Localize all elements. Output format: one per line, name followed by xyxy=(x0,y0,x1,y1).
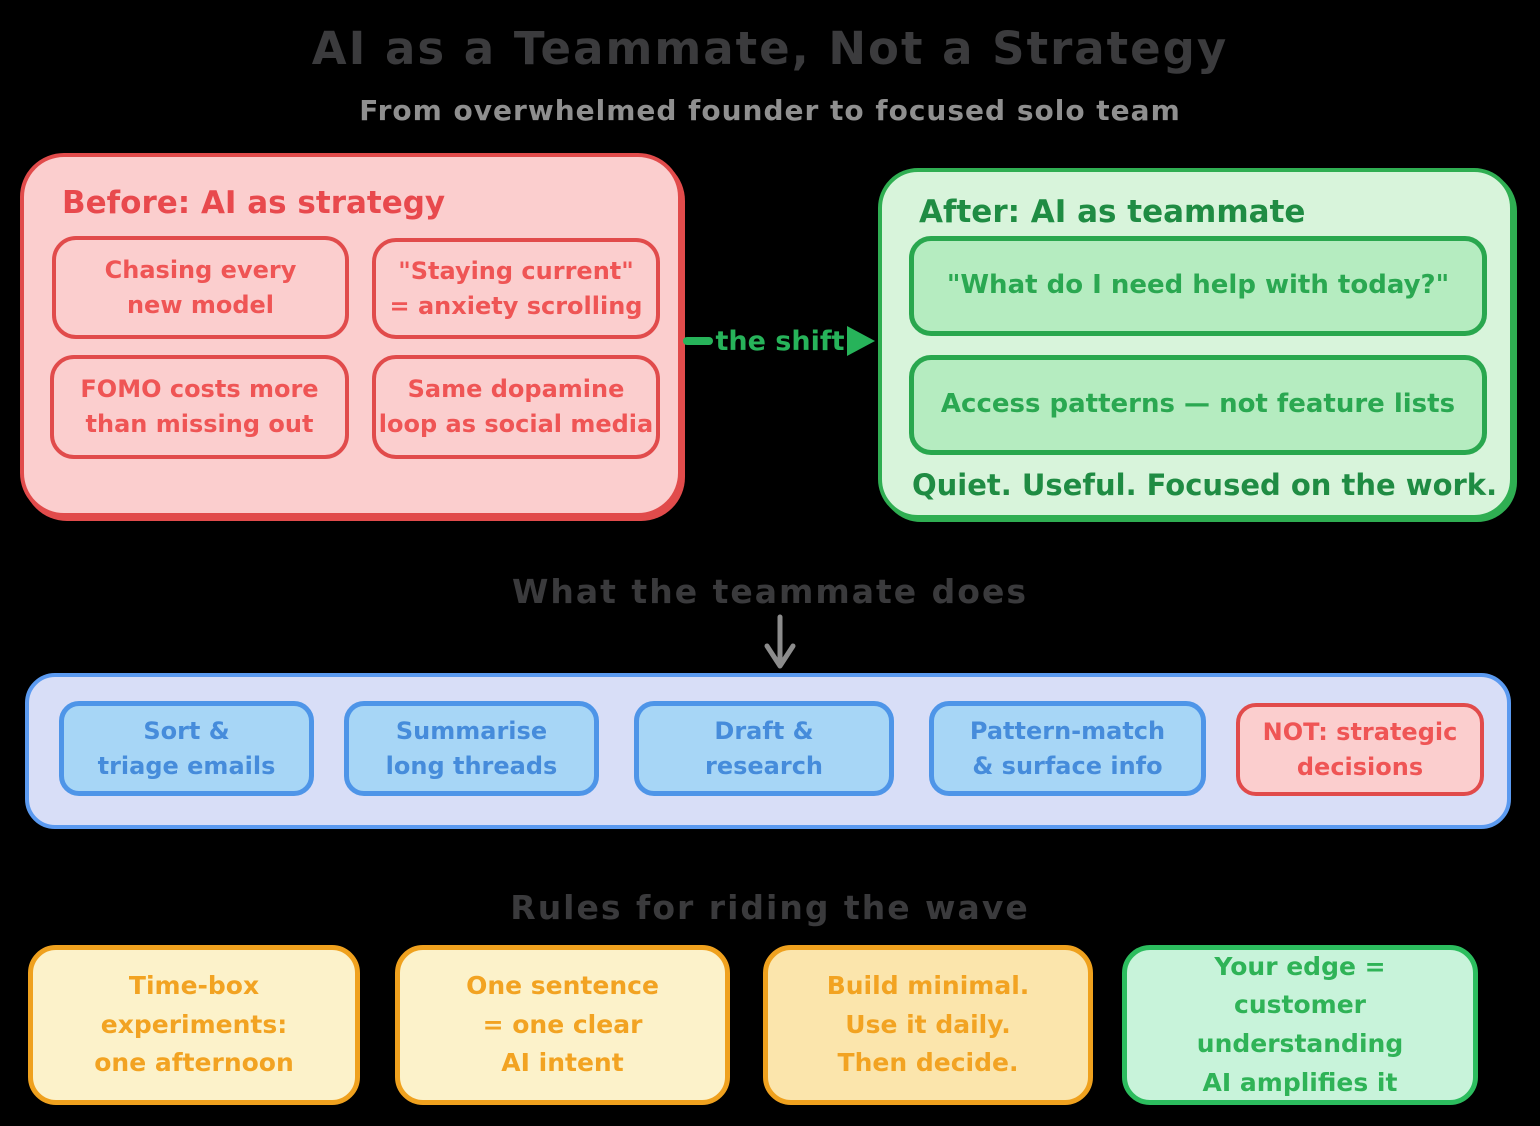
after-card-text: Access patterns — not feature lists xyxy=(940,389,1456,420)
teammate-card-line: Summarise xyxy=(395,716,548,745)
after-card-access-patterns: Access patterns — not feature lists xyxy=(909,355,1487,455)
rules-card-line: Time-box xyxy=(128,970,260,1000)
teammate-card-not-strategic: NOT: strategic decisions xyxy=(1236,703,1484,796)
shift-arrow-tail-icon xyxy=(683,337,713,345)
before-card-dopamine: Same dopamine loop as social media xyxy=(372,355,660,459)
rules-card-line: Your edge = xyxy=(1214,951,1386,981)
after-card-help-today: "What do I need help with today?" xyxy=(909,236,1487,336)
before-card-line: loop as social media xyxy=(378,410,654,438)
rules-card-line: Then decide. xyxy=(837,1048,1019,1078)
teammate-card-line: Sort & xyxy=(143,716,230,745)
rules-card-line: = one clear xyxy=(482,1009,643,1039)
teammate-card-line: Pattern-match xyxy=(969,716,1166,745)
rules-card-timebox: Time-box experiments: one afternoon xyxy=(28,945,360,1105)
rules-card-line: AI intent xyxy=(501,1048,624,1078)
before-card-staying-current: "Staying current" = anxiety scrolling xyxy=(372,238,660,339)
after-panel-title: After: AI as teammate xyxy=(919,194,1306,230)
teammate-card-line: research xyxy=(704,751,824,780)
rules-card-line: experiments: xyxy=(100,1009,288,1039)
rules-card-line: customer understanding xyxy=(1196,990,1404,1058)
before-panel-title: Before: AI as strategy xyxy=(62,185,446,221)
teammate-panel: Sort & triage emails Summarise long thre… xyxy=(25,673,1511,829)
before-card-line: = anxiety scrolling xyxy=(389,291,643,320)
teammate-section-heading: What the teammate does xyxy=(512,572,1028,611)
rules-card-your-edge: Your edge = customer understanding AI am… xyxy=(1122,945,1478,1105)
before-card-chasing: Chasing every new model xyxy=(52,236,349,339)
teammate-card-line: NOT: strategic xyxy=(1262,717,1458,746)
after-card-text: "What do I need help with today?" xyxy=(946,270,1450,301)
teammate-card-line: decisions xyxy=(1296,752,1424,781)
shift-arrow: the shift xyxy=(683,318,875,364)
before-panel: Before: AI as strategy Chasing every new… xyxy=(20,153,682,517)
rules-card-line: One sentence xyxy=(466,970,659,1000)
teammate-card-sort-triage: Sort & triage emails xyxy=(59,701,314,796)
before-card-fomo: FOMO costs more than missing out xyxy=(50,355,349,459)
teammate-card-line: long threads xyxy=(385,751,558,780)
teammate-card-summarise: Summarise long threads xyxy=(344,701,599,796)
before-card-line: FOMO costs more xyxy=(80,375,319,404)
rules-card-line: AI amplifies it xyxy=(1202,1067,1398,1097)
teammate-card-draft-research: Draft & research xyxy=(634,701,894,796)
down-arrow-icon xyxy=(764,614,796,669)
page-subtitle: From overwhelmed founder to focused solo… xyxy=(359,94,1181,127)
before-card-line: "Staying current" xyxy=(398,256,634,285)
rules-card-line: Use it daily. xyxy=(845,1009,1011,1039)
page-title: AI as a Teammate, Not a Strategy xyxy=(311,22,1229,75)
rules-card-one-sentence: One sentence = one clear AI intent xyxy=(395,945,730,1105)
before-card-line: new model xyxy=(126,290,275,319)
teammate-card-line: & surface info xyxy=(972,751,1163,780)
before-card-line: Chasing every xyxy=(104,255,297,284)
right-arrow-icon xyxy=(846,326,875,356)
teammate-card-line: Draft & xyxy=(714,716,814,745)
before-card-line: than missing out xyxy=(85,410,314,438)
before-card-line: Same dopamine xyxy=(407,375,625,404)
rules-card-line: Build minimal. xyxy=(826,970,1030,1000)
rules-section-heading: Rules for riding the wave xyxy=(510,888,1030,927)
after-panel-caption: Quiet. Useful. Focused on the work. xyxy=(912,468,1498,502)
rules-card-line: one afternoon xyxy=(94,1048,294,1078)
rules-card-build-minimal: Build minimal. Use it daily. Then decide… xyxy=(763,945,1093,1105)
shift-arrow-label: the shift xyxy=(715,325,845,357)
after-panel: After: AI as teammate "What do I need he… xyxy=(878,168,1514,519)
teammate-card-line: triage emails xyxy=(97,751,276,780)
teammate-card-pattern-match: Pattern-match & surface info xyxy=(929,701,1206,796)
